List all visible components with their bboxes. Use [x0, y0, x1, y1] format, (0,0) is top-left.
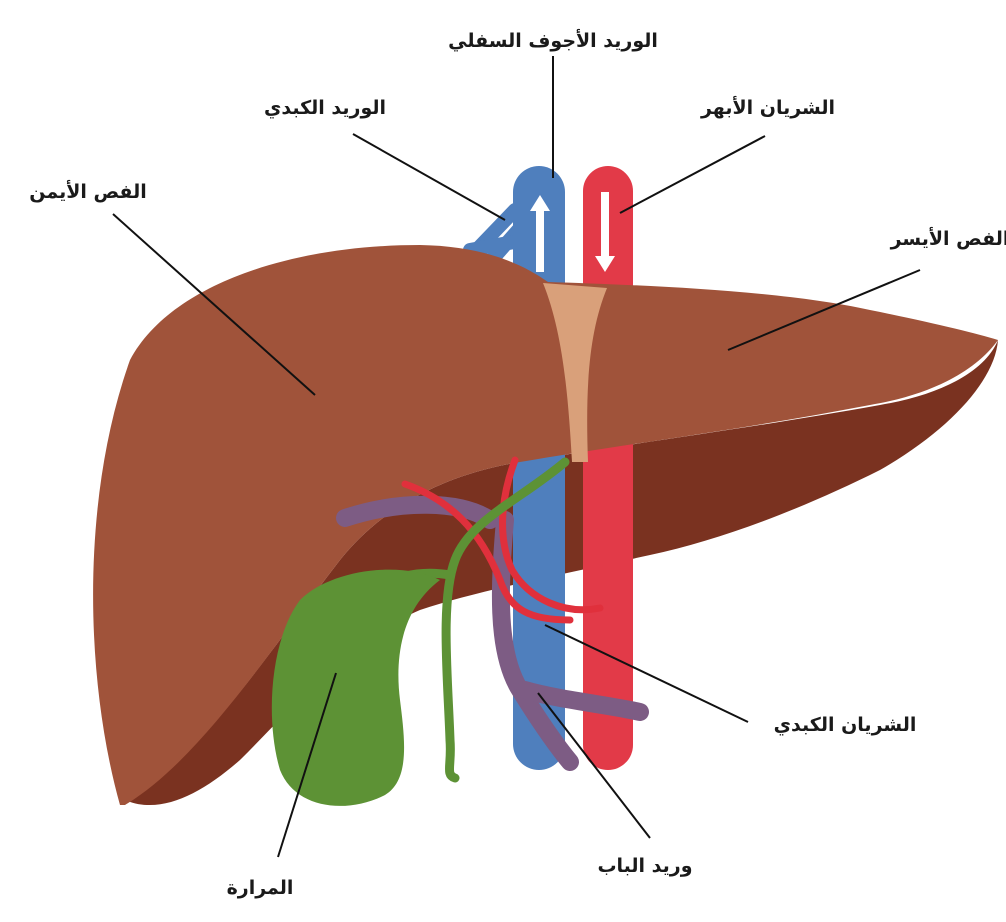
label-portal-vein: وريد الباب [597, 855, 692, 877]
label-left-lobe: الفص الأيسر [890, 227, 1006, 250]
leader-hepatic-vein [353, 134, 505, 220]
label-gallbladder: المرارة [227, 877, 294, 899]
label-hepatic-artery: الشريان الكبدي [774, 714, 917, 737]
label-aorta: الشريان الأبهر [700, 96, 835, 119]
label-right-lobe: الفص الأيمن [29, 180, 147, 203]
label-hepatic-vein: الوريد الكبدي [264, 97, 386, 120]
leader-aorta [620, 136, 765, 213]
gallbladder [272, 570, 440, 806]
label-inferior-vena-cava: الوريد الأجوف السفلي [448, 29, 658, 52]
